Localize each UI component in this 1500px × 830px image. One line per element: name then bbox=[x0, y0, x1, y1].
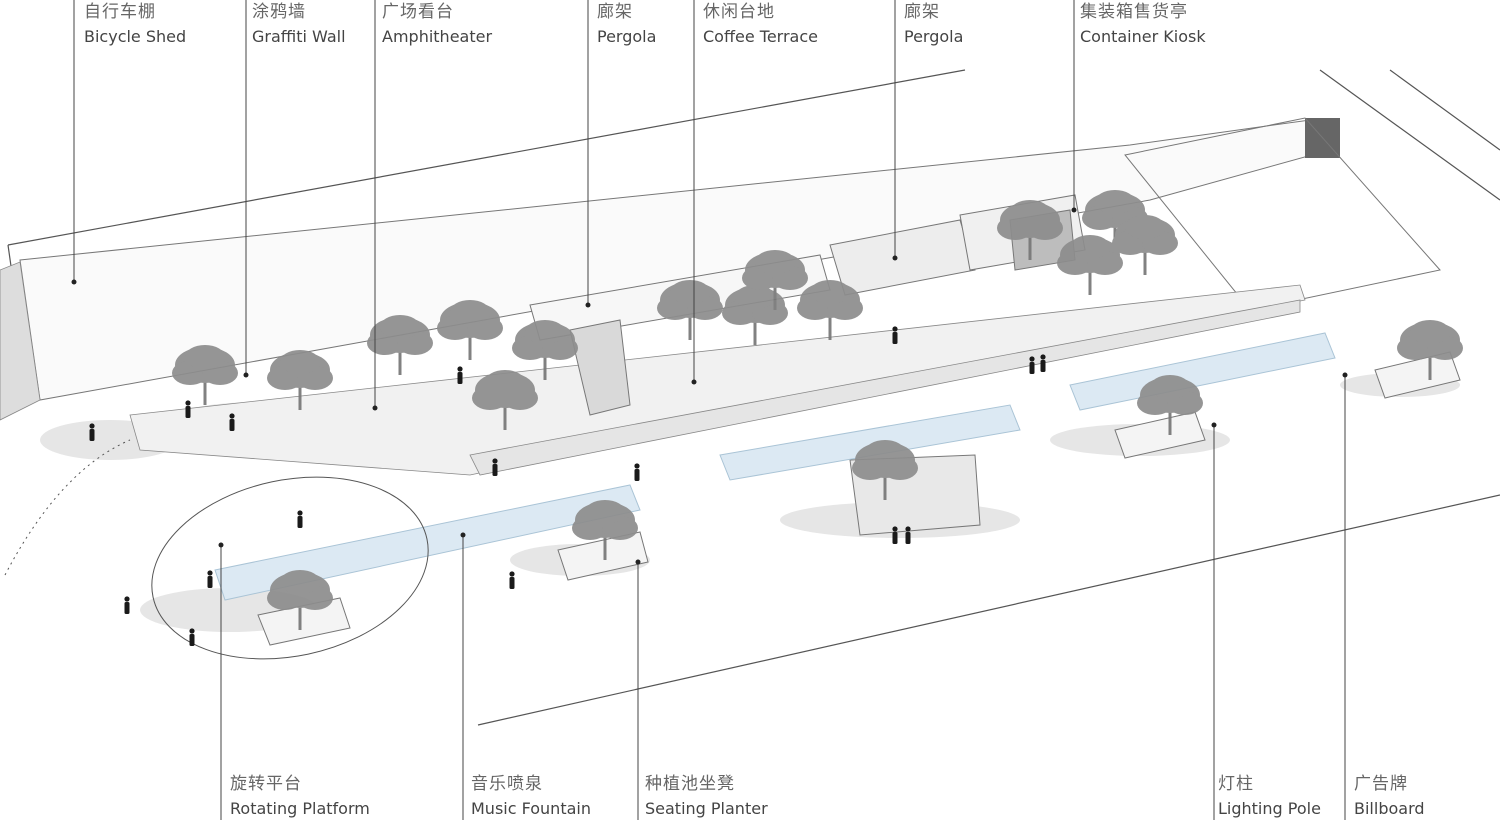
tree bbox=[997, 200, 1063, 260]
label-container-kiosk: 集装箱售货亭 Container Kiosk bbox=[1080, 4, 1206, 45]
label-zh: 涂鸦墙 bbox=[252, 2, 306, 22]
person bbox=[229, 413, 235, 431]
label-pergola-1: 廊架 Pergola bbox=[597, 4, 656, 45]
fountain-strip-3 bbox=[1069, 332, 1336, 411]
label-zh: 自行车棚 bbox=[84, 2, 156, 22]
label-zh: 灯柱 bbox=[1218, 774, 1254, 794]
tree bbox=[657, 280, 723, 340]
person bbox=[492, 458, 498, 476]
label-en: Rotating Platform bbox=[230, 799, 370, 818]
dashed-arc bbox=[4, 439, 131, 576]
label-seating-planter: 种植池坐凳 Seating Planter bbox=[645, 776, 768, 817]
planters bbox=[257, 351, 1461, 646]
label-pergola-2: 廊架 Pergola bbox=[904, 4, 963, 45]
step-band bbox=[129, 284, 1306, 476]
tree bbox=[1112, 215, 1178, 275]
person bbox=[207, 570, 213, 588]
tree bbox=[512, 320, 578, 380]
people bbox=[89, 326, 1046, 646]
person bbox=[1040, 354, 1046, 372]
label-zh: 音乐喷泉 bbox=[471, 774, 543, 794]
person bbox=[1029, 356, 1035, 374]
tree bbox=[367, 315, 433, 375]
label-music-fountain: 音乐喷泉 Music Fountain bbox=[471, 776, 591, 817]
person bbox=[189, 628, 195, 646]
tree bbox=[472, 370, 538, 430]
fountain-strip-2 bbox=[719, 404, 1021, 481]
tree bbox=[1137, 375, 1203, 435]
label-en: Music Fountain bbox=[471, 799, 591, 818]
person bbox=[185, 400, 191, 418]
label-en: Pergola bbox=[597, 27, 657, 46]
person bbox=[297, 510, 303, 528]
label-en: Container Kiosk bbox=[1080, 27, 1206, 46]
label-zh: 广场看台 bbox=[382, 2, 454, 22]
label-bicycle-shed: 自行车棚 Bicycle Shed bbox=[84, 4, 186, 45]
rotating-platform-ring bbox=[151, 476, 429, 660]
label-en: Graffiti Wall bbox=[252, 27, 346, 46]
label-zh: 种植池坐凳 bbox=[645, 774, 735, 794]
label-coffee-terrace: 休闲台地 Coffee Terrace bbox=[703, 4, 818, 45]
tree bbox=[267, 350, 333, 410]
tree bbox=[267, 570, 333, 630]
tree bbox=[722, 285, 788, 345]
label-zh: 旋转平台 bbox=[230, 774, 302, 794]
label-en: Coffee Terrace bbox=[703, 27, 818, 46]
label-en: Amphitheater bbox=[382, 27, 493, 46]
tree bbox=[172, 345, 238, 405]
tree bbox=[437, 300, 503, 360]
label-zh: 廊架 bbox=[597, 2, 633, 22]
label-en: Seating Planter bbox=[645, 799, 768, 818]
label-zh: 广告牌 bbox=[1354, 774, 1408, 794]
label-graffiti-wall: 涂鸦墙 Graffiti Wall bbox=[252, 4, 346, 45]
person bbox=[892, 526, 898, 544]
person bbox=[457, 366, 463, 384]
leader-lines bbox=[73, 0, 1346, 820]
label-en: Bicycle Shed bbox=[84, 27, 187, 46]
label-en: Lighting Pole bbox=[1218, 799, 1321, 818]
tree bbox=[1397, 320, 1463, 380]
person bbox=[905, 526, 911, 544]
label-lighting-pole: 灯柱 Lighting Pole bbox=[1218, 776, 1321, 817]
leader-dots bbox=[71, 207, 1348, 565]
tree bbox=[742, 250, 808, 310]
label-zh: 休闲台地 bbox=[703, 2, 775, 22]
person bbox=[124, 596, 130, 614]
label-zh: 集装箱售货亭 bbox=[1080, 2, 1188, 22]
trees bbox=[172, 190, 1463, 630]
back-roof bbox=[0, 117, 1441, 421]
tree bbox=[797, 280, 863, 340]
label-amphitheater: 广场看台 Amphitheater bbox=[382, 4, 492, 45]
label-en: Billboard bbox=[1354, 799, 1425, 818]
label-rotating-platform: 旋转平台 Rotating Platform bbox=[230, 776, 370, 817]
tree bbox=[572, 500, 638, 560]
person bbox=[509, 571, 515, 589]
person bbox=[634, 463, 640, 481]
person bbox=[892, 326, 898, 344]
person bbox=[89, 423, 95, 441]
tree bbox=[852, 440, 918, 500]
tree bbox=[1057, 235, 1123, 295]
label-billboard: 广告牌 Billboard bbox=[1354, 776, 1425, 817]
label-zh: 廊架 bbox=[904, 2, 940, 22]
label-en: Pergola bbox=[904, 27, 964, 46]
